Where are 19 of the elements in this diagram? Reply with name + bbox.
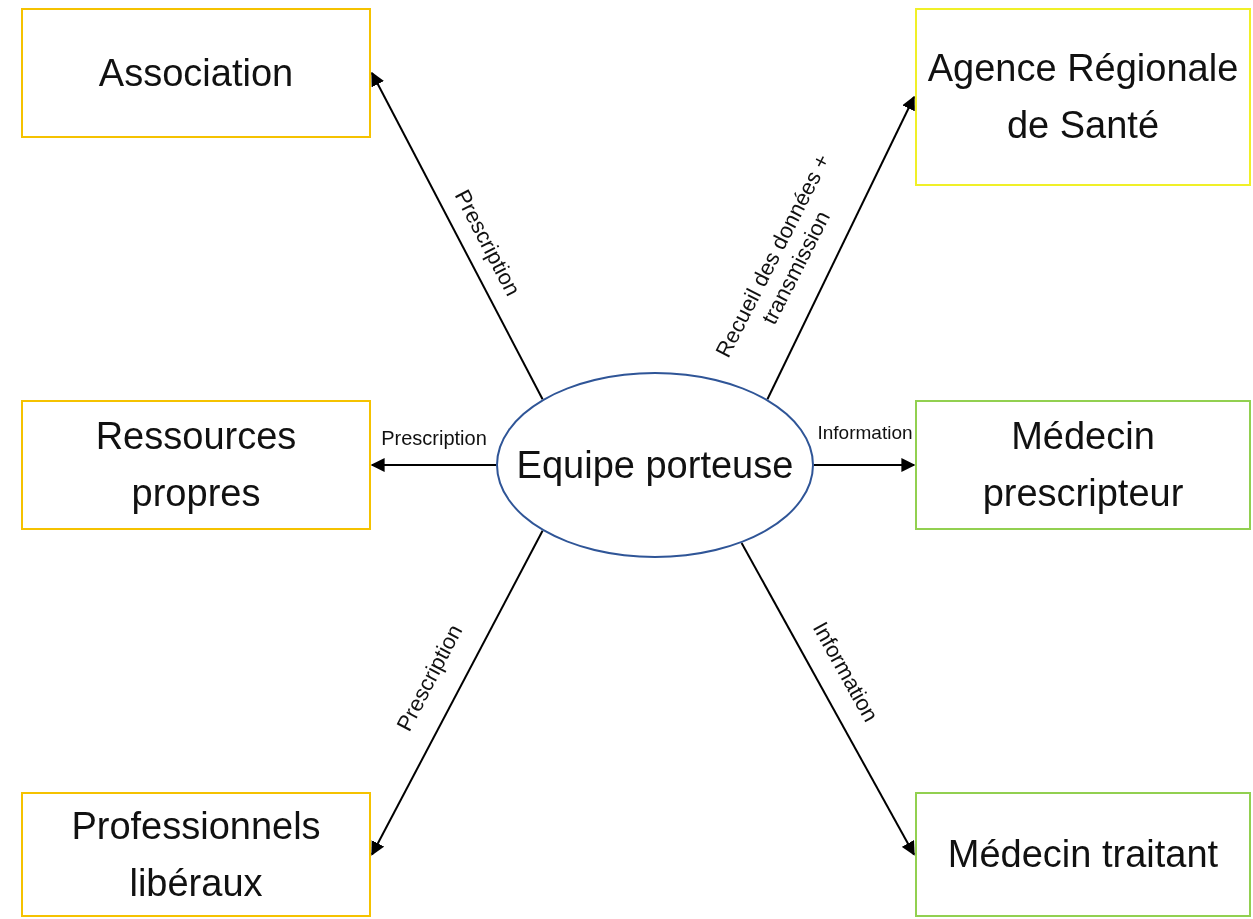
node-label: Ressources propres xyxy=(94,414,298,516)
node-label: Agence Régionale de Santé xyxy=(926,46,1240,148)
process-box xyxy=(21,8,371,138)
process-box xyxy=(915,792,1251,917)
arrow xyxy=(371,71,544,401)
process-box xyxy=(915,8,1251,186)
arrow xyxy=(766,95,915,401)
node-label: Association xyxy=(97,50,295,96)
process-box xyxy=(915,400,1251,530)
node-label: Equipe porteuse xyxy=(515,442,795,488)
node-label: Professionnels libéraux xyxy=(70,803,322,906)
arrow xyxy=(371,529,544,856)
arrow xyxy=(740,542,915,856)
process-box xyxy=(21,400,371,530)
arrow xyxy=(813,458,916,472)
node-label: Médecin traitant xyxy=(946,832,1220,877)
node-label: Médecin prescripteur xyxy=(981,414,1185,516)
arrow xyxy=(370,458,497,472)
process-box xyxy=(21,792,371,917)
